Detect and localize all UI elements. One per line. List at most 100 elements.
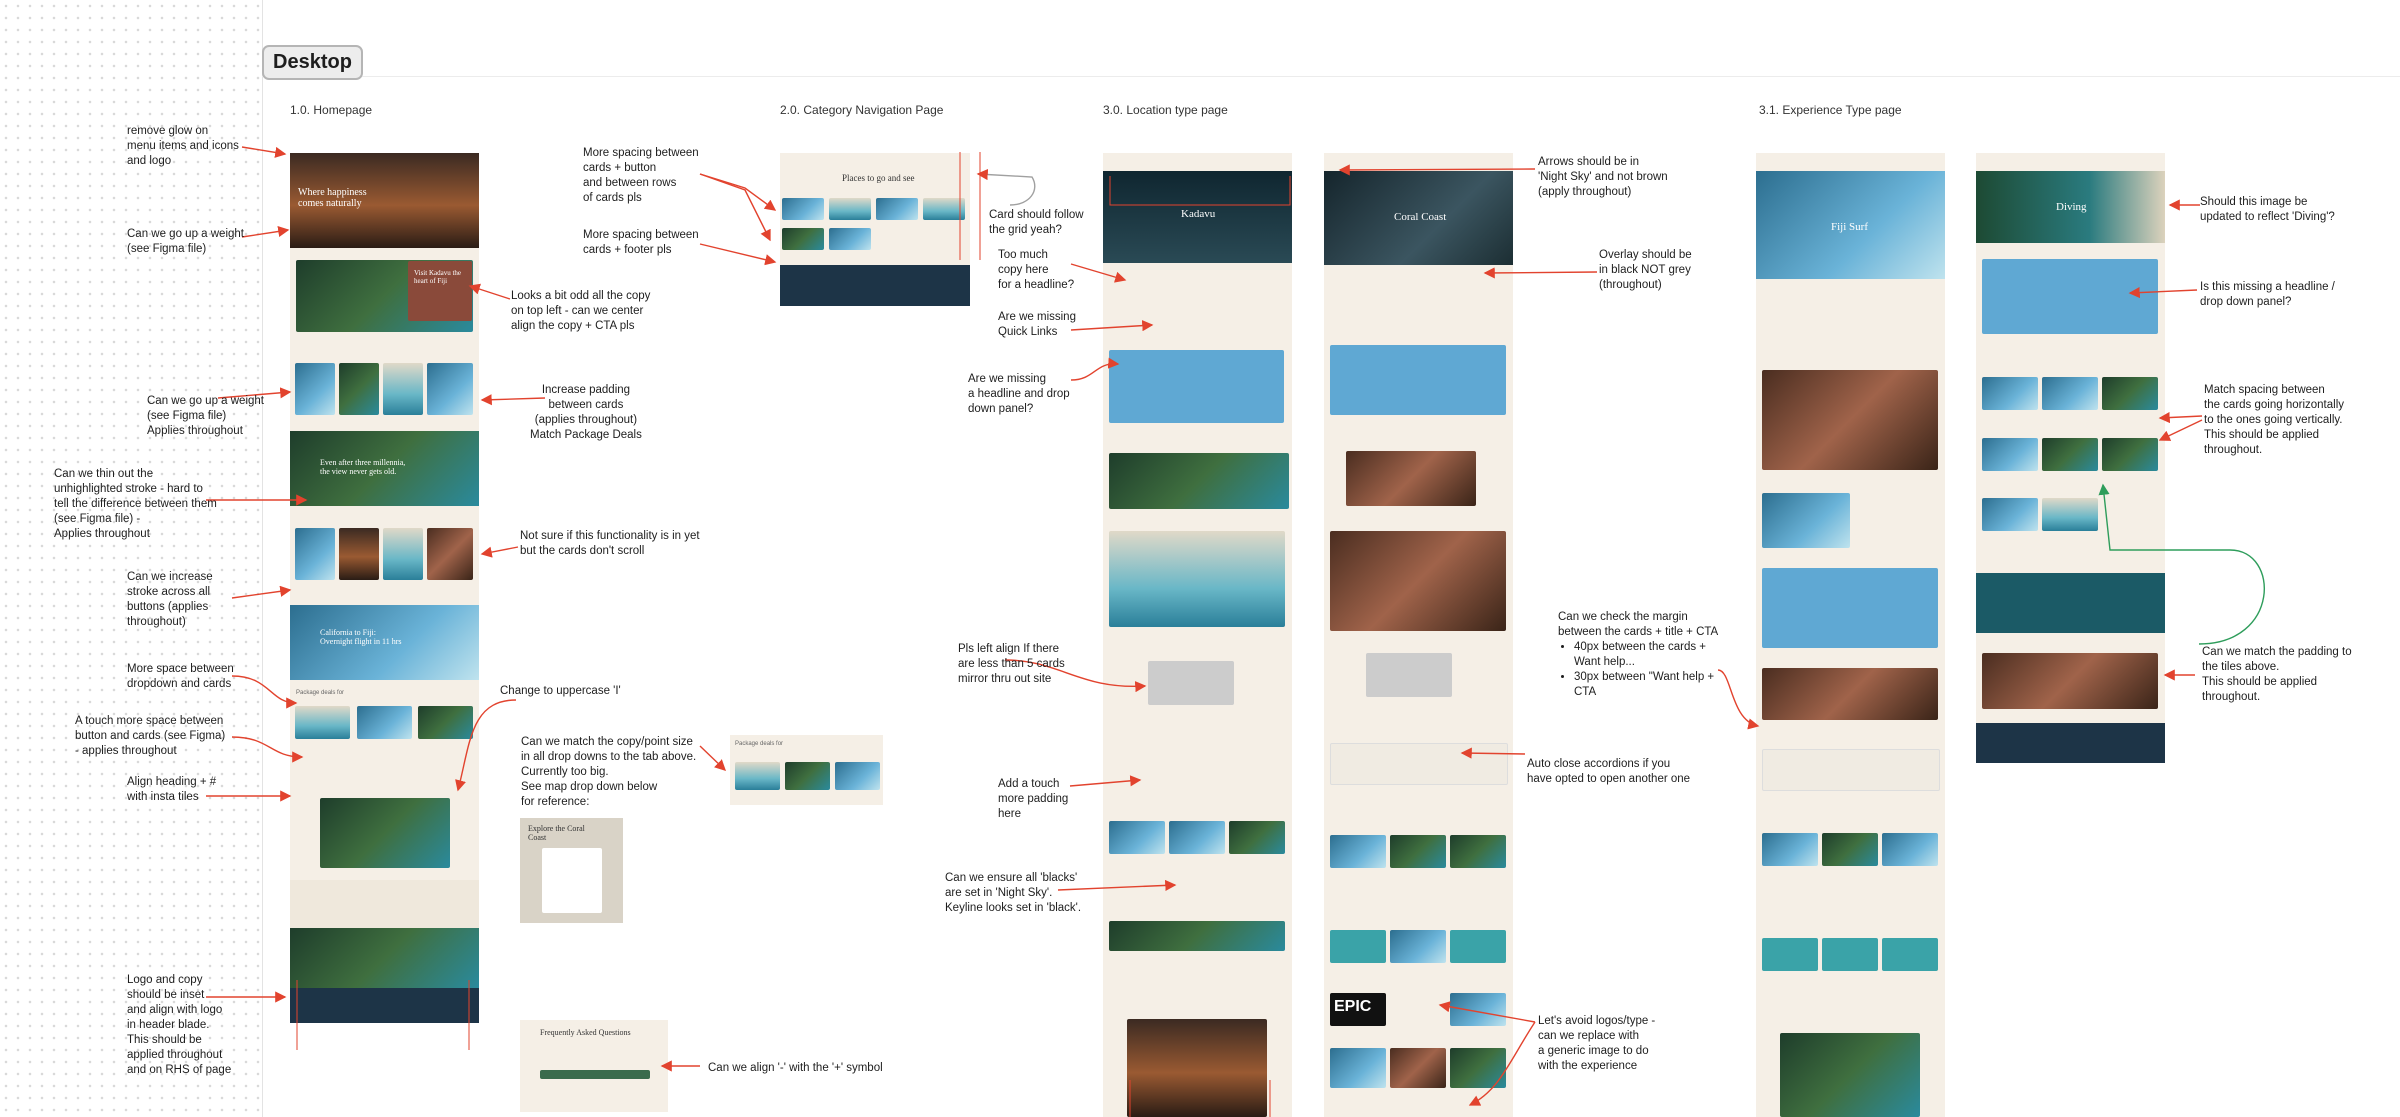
- diving-card-4[interactable]: [1982, 438, 2038, 471]
- coral-holiday-cards[interactable]: [1366, 653, 1452, 697]
- fiji-surf-page-mock: Fiji Surf: [1756, 153, 1945, 1117]
- ocean-card-2[interactable]: [339, 528, 379, 580]
- surf-package-1[interactable]: [1762, 833, 1818, 866]
- surf-map[interactable]: [1762, 568, 1938, 648]
- place-card-3[interactable]: [876, 198, 918, 220]
- surf-exp-2[interactable]: [1822, 938, 1878, 971]
- experience-cards[interactable]: [1109, 921, 1285, 951]
- surf-insta: [1780, 1033, 1920, 1117]
- card-2[interactable]: [339, 363, 379, 415]
- surf-exp-3[interactable]: [1882, 938, 1938, 971]
- package-deal-sample: Package deals for: [730, 735, 883, 805]
- card-1[interactable]: [295, 363, 335, 415]
- frame-label[interactable]: Desktop: [262, 45, 363, 80]
- diving-card-8[interactable]: [2042, 498, 2098, 531]
- package-card-1[interactable]: [295, 706, 350, 739]
- note-auto-close: Auto close accordions if you have opted …: [1527, 758, 1691, 785]
- place-card-1[interactable]: [782, 198, 824, 220]
- note-margin-bullet-2: 30px between "Want help + CTA: [1574, 670, 1748, 700]
- place-card-6[interactable]: [829, 228, 871, 250]
- note-quick-links: Are we missing Quick Links: [998, 311, 1076, 338]
- package-card-3[interactable]: [418, 706, 473, 739]
- surf-package-2[interactable]: [1822, 833, 1878, 866]
- note-spacing-button: More spacing between cards + button and …: [583, 147, 699, 204]
- surf-package-3[interactable]: [1882, 833, 1938, 866]
- kadavu-package-2[interactable]: [1169, 821, 1225, 854]
- diving-card-6[interactable]: [2102, 438, 2158, 471]
- note-missing-dropdown: Is this missing a headline / drop down p…: [2200, 281, 2335, 308]
- place-card-2[interactable]: [829, 198, 871, 220]
- map-dropdown-reference: Explore the Coral Coast: [520, 818, 623, 923]
- kadavu-package-1[interactable]: [1109, 821, 1165, 854]
- diving-card-5[interactable]: [2042, 438, 2098, 471]
- video-blade[interactable]: [1109, 531, 1285, 627]
- note-spacing-footer: More spacing between cards + footer pls: [583, 229, 699, 256]
- kadavu-map[interactable]: [1109, 350, 1284, 423]
- note-match-spacing: Match spacing between the cards going ho…: [2204, 384, 2344, 456]
- faq-sample: Frequently Asked Questions: [520, 1020, 668, 1112]
- sample-card-1[interactable]: [735, 762, 780, 790]
- coral-package-3[interactable]: [1450, 835, 1506, 868]
- surf-card[interactable]: [1762, 493, 1850, 548]
- place-card-5[interactable]: [782, 228, 824, 250]
- note-left-align: Pls left align If there are less than 5 …: [958, 643, 1065, 685]
- card-4[interactable]: [427, 363, 473, 415]
- diving-footer: [1976, 723, 2165, 763]
- kadavu-copy-panel: [408, 261, 472, 321]
- sample-card-2[interactable]: [785, 762, 830, 790]
- coral-video-blade[interactable]: [1330, 531, 1506, 631]
- dropdown-panel[interactable]: [542, 848, 602, 913]
- note-more-padding: Add a touch more padding here: [998, 778, 1069, 820]
- diving-card-1[interactable]: [1982, 377, 2038, 410]
- section-title-experience: 3.1. Experience Type page: [1759, 103, 1902, 117]
- coral-package-2[interactable]: [1390, 835, 1446, 868]
- note-weight-2: Can we go up a weight (see Figma file) A…: [147, 395, 264, 437]
- note-dropdown-size: Can we match the copy/point size in all …: [521, 736, 697, 808]
- faq-open-item[interactable]: [540, 1070, 650, 1079]
- coral-package-1[interactable]: [1330, 835, 1386, 868]
- note-overlay-black: Overlay should be in black NOT grey (thr…: [1599, 249, 1692, 291]
- coral-map[interactable]: [1330, 345, 1506, 415]
- insta-tiles: [320, 798, 450, 868]
- coral-exp-8[interactable]: [1390, 1048, 1446, 1088]
- coral-exp-2[interactable]: [1390, 930, 1446, 963]
- ocean-card-3[interactable]: [383, 528, 423, 580]
- coral-exp-7[interactable]: [1330, 1048, 1386, 1088]
- note-card-padding: Increase padding between cards (applies …: [530, 384, 642, 441]
- ocean-card-1[interactable]: [295, 528, 335, 580]
- ocean-card-4[interactable]: [427, 528, 473, 580]
- note-button-stroke: Can we increase stroke across all button…: [127, 571, 213, 628]
- surf-exp-1[interactable]: [1762, 938, 1818, 971]
- coral-accordion[interactable]: [1330, 743, 1508, 785]
- sample-card-3[interactable]: [835, 762, 880, 790]
- section-title-location: 3.0. Location type page: [1103, 103, 1228, 117]
- coral-coast-page-mock: Coral Coast EPIC: [1324, 153, 1513, 1117]
- note-weight-1: Can we go up a weight (see Figma file): [127, 228, 244, 255]
- card-3[interactable]: [383, 363, 423, 415]
- category-mock: Places to go and see: [780, 153, 970, 306]
- coral-hero-title: Coral Coast: [1394, 211, 1447, 223]
- coral-exp-3[interactable]: [1450, 930, 1506, 963]
- place-card-4[interactable]: [923, 198, 965, 220]
- kadavu-package-3[interactable]: [1229, 821, 1285, 854]
- surf-accordion[interactable]: [1762, 749, 1940, 791]
- diving-card-2[interactable]: [2042, 377, 2098, 410]
- package-card-2[interactable]: [357, 706, 412, 739]
- epic-logo-card[interactable]: [1330, 993, 1386, 1026]
- diving-card-3[interactable]: [2102, 377, 2158, 410]
- insta-grid: [1127, 1019, 1267, 1117]
- kadavu-things-cards[interactable]: [1109, 453, 1289, 509]
- surf-video[interactable]: [1762, 370, 1938, 470]
- coral-exp-1[interactable]: [1330, 930, 1386, 963]
- note-margin-intro: Can we check the margin between the card…: [1558, 611, 1719, 638]
- diving-card-7[interactable]: [1982, 498, 2038, 531]
- diving-insta: [1982, 653, 2158, 709]
- coral-exp-9[interactable]: [1450, 1048, 1506, 1088]
- newsletter-blade: [290, 928, 479, 988]
- surf-cards[interactable]: [1762, 668, 1938, 720]
- coral-things-cards[interactable]: [1346, 451, 1476, 506]
- holiday-cards[interactable]: [1148, 661, 1234, 705]
- note-diving-image: Should this image be updated to reflect …: [2200, 196, 2335, 223]
- coral-exp-6[interactable]: [1450, 993, 1506, 1026]
